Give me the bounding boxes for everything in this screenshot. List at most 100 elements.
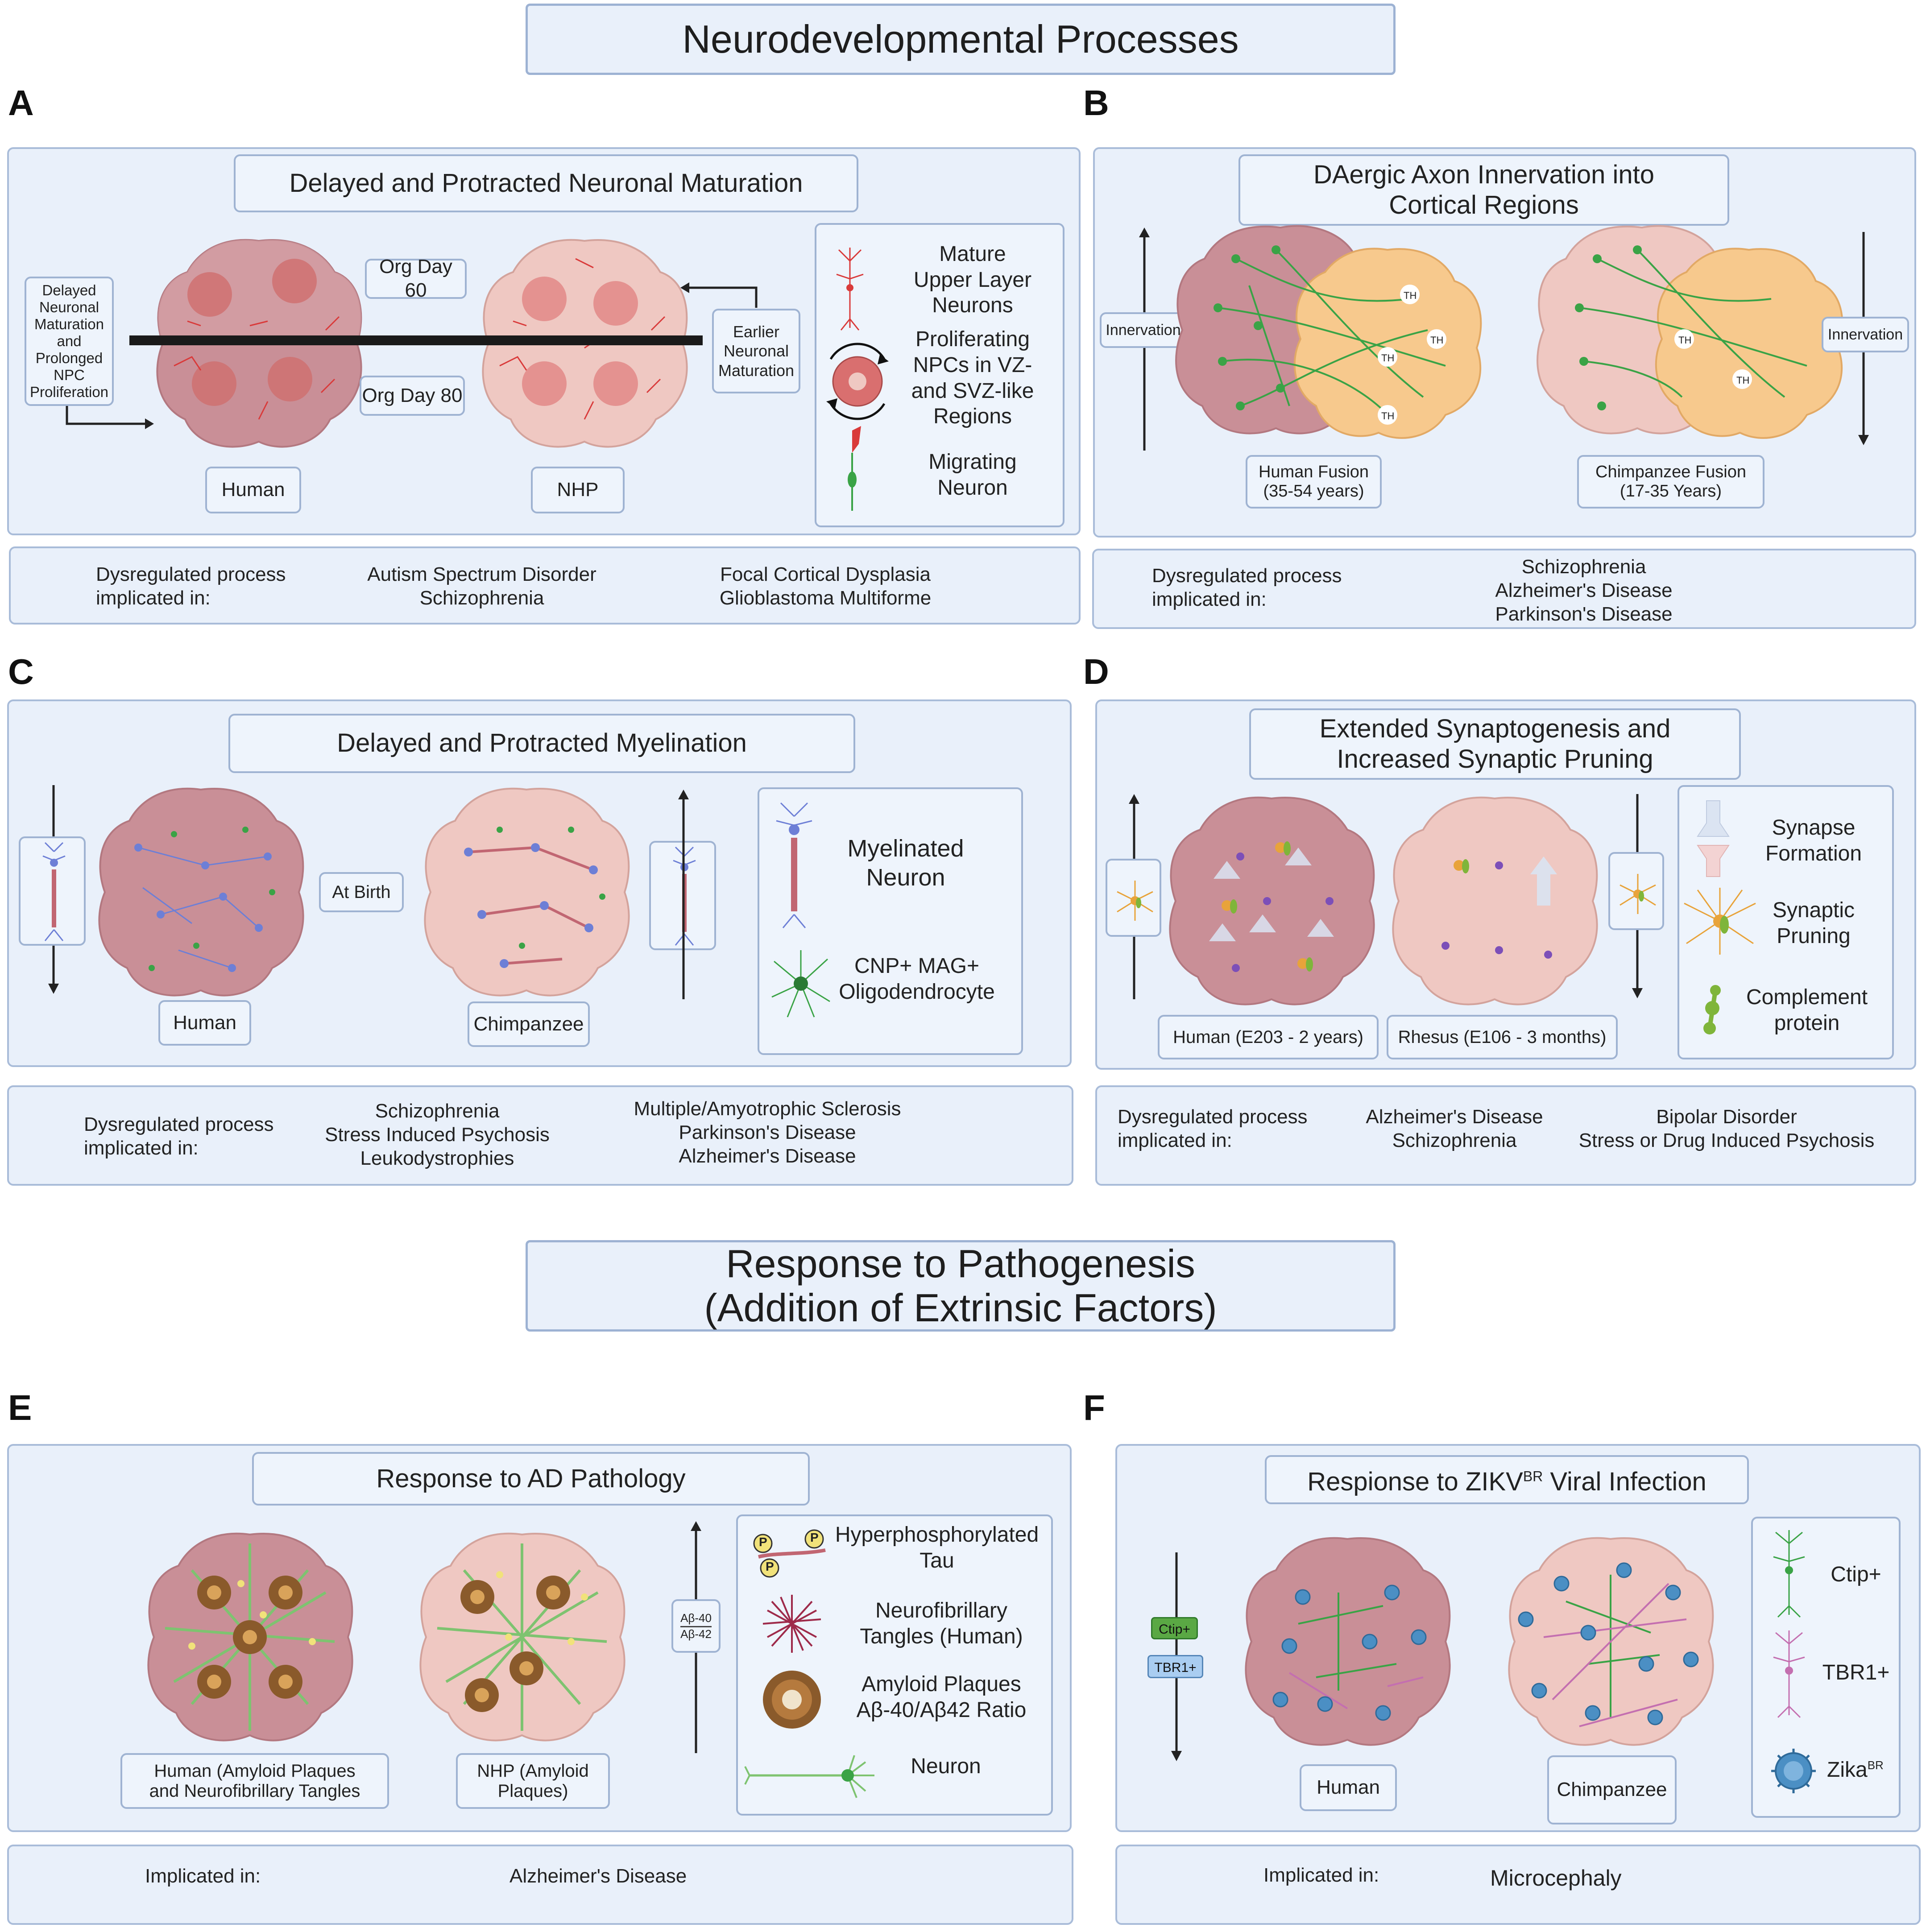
migrating-neuron-icon	[848, 426, 861, 511]
panel-c-letter: C	[8, 652, 34, 691]
dys-box-d	[1095, 1085, 1916, 1186]
org-day-80-label: Org Day 80	[360, 376, 465, 416]
disease-e: Alzheimer's Disease	[509, 1865, 687, 1887]
arrow-right-note-a	[680, 282, 758, 308]
organoid-human-f	[1245, 1537, 1451, 1746]
org-day-60-label: Org Day 60	[365, 256, 467, 301]
organoid-nhp-e	[419, 1532, 625, 1742]
chimp-fusion-label: Chimpanzee Fusion(17-35 Years)	[1577, 455, 1764, 509]
p-label-2: P	[810, 1531, 819, 1544]
panel-f-letter: F	[1083, 1388, 1105, 1427]
synapse-tag-d-right	[1608, 852, 1664, 930]
section-title-text: Neurodevelopmental Processes	[682, 17, 1239, 61]
chimp-label-c: Chimpanzee	[468, 1001, 590, 1047]
divider-bar-a	[129, 335, 703, 345]
implicated-box-e	[7, 1845, 1073, 1925]
th-label-b3: TH	[1381, 352, 1395, 364]
dys-box-b	[1092, 549, 1916, 629]
dys-box-c	[7, 1085, 1073, 1186]
pruning-small-icon-right	[1619, 874, 1656, 914]
panel-a-title: Delayed and Protracted Neuronal Maturati…	[234, 154, 858, 212]
human-label-a: Human	[205, 467, 301, 513]
organoid-rhesus-d	[1392, 796, 1598, 1005]
legend-ctip-text: Ctip+	[1831, 1563, 1881, 1587]
ctip-neuron-icon	[1773, 1530, 1805, 1618]
panel-b-letter: B	[1083, 83, 1109, 123]
fusion-human-b	[1175, 225, 1482, 439]
panel-e-letter: E	[8, 1388, 32, 1427]
section-title-neurodevelopmental: Neurodevelopmental Processes	[526, 4, 1396, 75]
neurofibrillary-tangles-icon	[762, 1595, 821, 1653]
human-label-f: Human	[1300, 1764, 1397, 1811]
dys-box-a	[9, 546, 1081, 625]
organoid-human-d	[1169, 796, 1375, 1005]
legend-box-e	[736, 1514, 1053, 1816]
tbr-tag: TBR1+	[1147, 1655, 1203, 1678]
neuron-icon-e	[744, 1755, 874, 1798]
tbr1-neuron-icon	[1773, 1630, 1805, 1718]
disease-f: Microcephaly	[1490, 1866, 1622, 1891]
organoid-chimp-c	[424, 787, 630, 997]
proliferating-npc-icon	[826, 343, 889, 420]
th-label-b5: TH	[1678, 335, 1692, 346]
chimp-label-f: Chimpanzee	[1547, 1755, 1677, 1824]
synapse-formation-icon	[1697, 800, 1730, 877]
mature-neuron-icon	[836, 248, 864, 331]
legend-tbr-text: TBR1+	[1822, 1661, 1890, 1685]
synaptic-pruning-icon	[1684, 888, 1756, 955]
p-label-3: P	[766, 1560, 774, 1573]
human-label-d: Human (E203 - 2 years)	[1158, 1015, 1379, 1059]
human-fusion-label: Human Fusion(35-54 years)	[1246, 455, 1382, 509]
legend-box-c	[758, 787, 1023, 1055]
at-birth-label: At Birth	[319, 872, 404, 912]
oligodendrocyte-icon	[771, 950, 830, 1018]
organoid-human-e	[147, 1532, 353, 1742]
legend-oligo-text: CNP+ MAG+Oligodendrocyte	[839, 954, 995, 1004]
legend-neuron-text: Neuron	[911, 1754, 981, 1779]
legend-myelinated-icon	[776, 802, 812, 928]
implicated-label-f: Implicated in:	[1263, 1864, 1379, 1886]
rhesus-label-d: Rhesus (E106 - 3 months)	[1387, 1015, 1618, 1059]
amyloid-plaque-icon	[763, 1671, 821, 1729]
section-title-pathogenesis: Response to Pathogenesis (Addition of Ex…	[526, 1240, 1396, 1332]
arrow-left-note-a	[66, 406, 154, 429]
pruning-small-icon-left	[1117, 881, 1153, 921]
arrow-down-f	[1171, 1552, 1182, 1761]
ctip-tag: Ctip+	[1151, 1617, 1198, 1639]
organoid-human-c	[98, 787, 304, 997]
fusion-chimp-b	[1537, 225, 1843, 439]
legend-zika-text: ZikaBR	[1827, 1758, 1884, 1782]
innervation-label-left: Innervation	[1100, 312, 1187, 348]
organoid-chimp-f	[1508, 1537, 1714, 1746]
panel-f-title: Respionse to ZIKVBR Viral Infection	[1265, 1455, 1749, 1504]
implicated-label-e: Implicated in:	[145, 1865, 261, 1887]
th-label-b1: TH	[1404, 290, 1417, 301]
myelinated-neuron-icon	[42, 842, 66, 941]
th-label-b2: TH	[1430, 335, 1444, 346]
arrow-up-c	[678, 790, 689, 999]
